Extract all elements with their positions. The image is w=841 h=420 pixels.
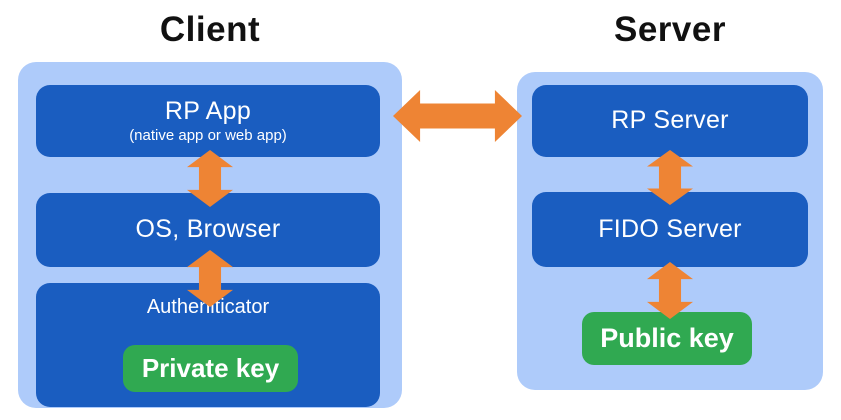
- client-title: Client: [159, 10, 261, 49]
- os-browser-label: OS, Browser: [135, 215, 281, 244]
- private-key-badge: Private key: [123, 345, 298, 392]
- public-key-label: Public key: [600, 323, 734, 353]
- authenticator-label: Autheniticator: [146, 296, 270, 318]
- arrow-client-server-icon: [393, 90, 522, 142]
- rp-server-label: RP Server: [611, 106, 729, 135]
- private-key-label: Private key: [141, 353, 280, 383]
- rp-app-label: RP App: [164, 96, 252, 125]
- rp-app-sublabel: (native app or web app): [129, 127, 287, 144]
- rp-app-box: RP App (native app or web app): [36, 85, 380, 157]
- server-title: Server: [614, 10, 726, 49]
- fido-server-label: FIDO Server: [598, 214, 742, 243]
- rp-server-box: RP Server: [532, 85, 808, 157]
- public-key-badge: Public key: [582, 312, 752, 365]
